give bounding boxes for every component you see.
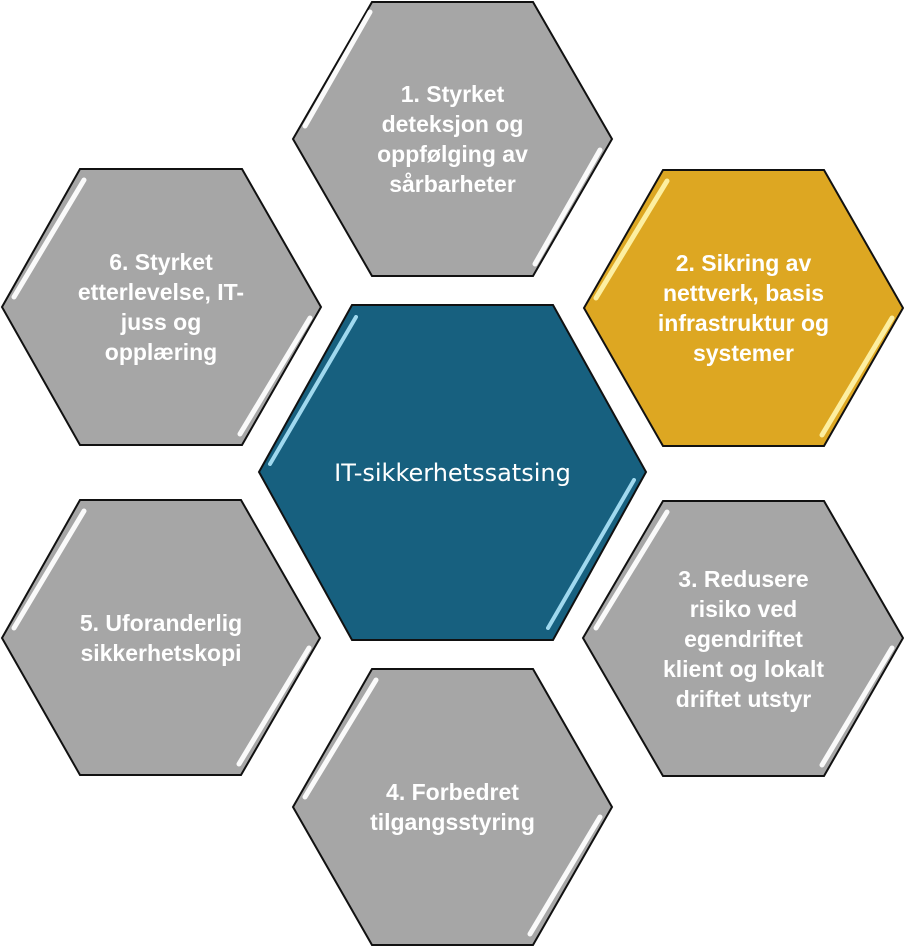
hexagon-1-styrket-deteksjon[interactable] — [291, 1, 614, 277]
hexagon-5-uforanderlig-sikkerhetskopi[interactable] — [0, 499, 322, 776]
hexagon-6-styrket-etterlevelse[interactable] — [0, 168, 323, 446]
hexagon-center-it-sikkerhetssatsing[interactable] — [257, 304, 648, 641]
hexagon-4-forbedret-tilgangsstyring[interactable] — [291, 668, 614, 946]
hexagon-3-redusere-risiko[interactable] — [581, 500, 904, 777]
hexagon-2-sikring-av-nettverk[interactable] — [582, 169, 904, 447]
